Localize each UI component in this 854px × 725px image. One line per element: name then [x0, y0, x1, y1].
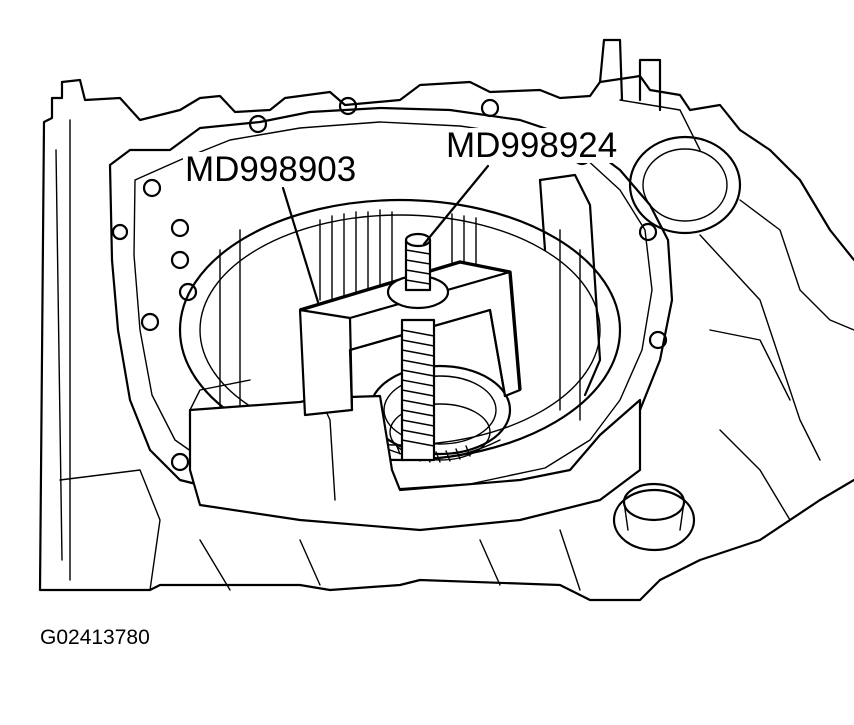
callout-md998903: MD998903 — [183, 150, 359, 189]
leader-lines — [281, 164, 490, 304]
bridge-puller-tool — [298, 260, 522, 417]
case-ribs — [59, 429, 791, 591]
transmission-case — [38, 38, 854, 602]
case-flange — [108, 96, 674, 526]
clutch-bore — [178, 173, 622, 463]
figure-code: G02413780 — [40, 626, 150, 649]
callout-md998924: MD998924 — [444, 126, 620, 165]
forcing-screw-tool — [386, 232, 450, 462]
drain-plug — [612, 482, 696, 552]
cover-plate — [188, 379, 642, 532]
